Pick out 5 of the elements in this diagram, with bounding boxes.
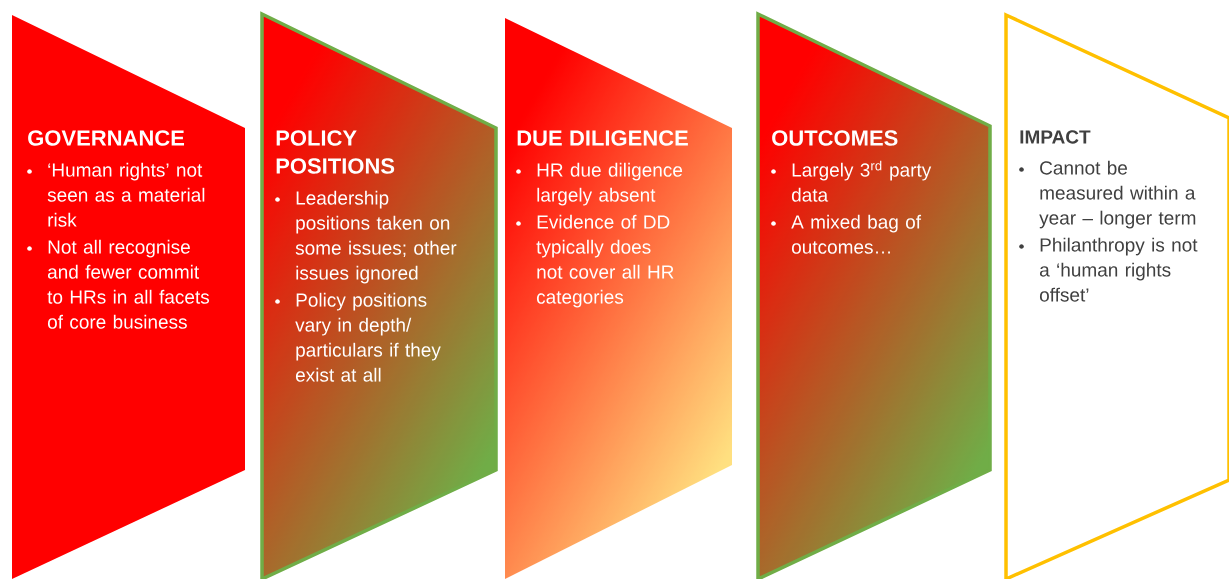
node-label: HR due diligence largely absent [537, 162, 683, 206]
node-label: Evidence of DD typically does not cover all HR categories [536, 214, 674, 308]
stage-panel: DUE DILIGENCE HR due diligence largely absent Evidence of DD typically does not cover all HR categories [516, 130, 688, 308]
stage-panel: GOVERNANCE ‘Human rights’ not seen as a material risk Not all recognise and fewer commit to HRs in all facets of core business [12, 15, 245, 579]
node-label: DUE DILIGENCE [517, 130, 688, 146]
